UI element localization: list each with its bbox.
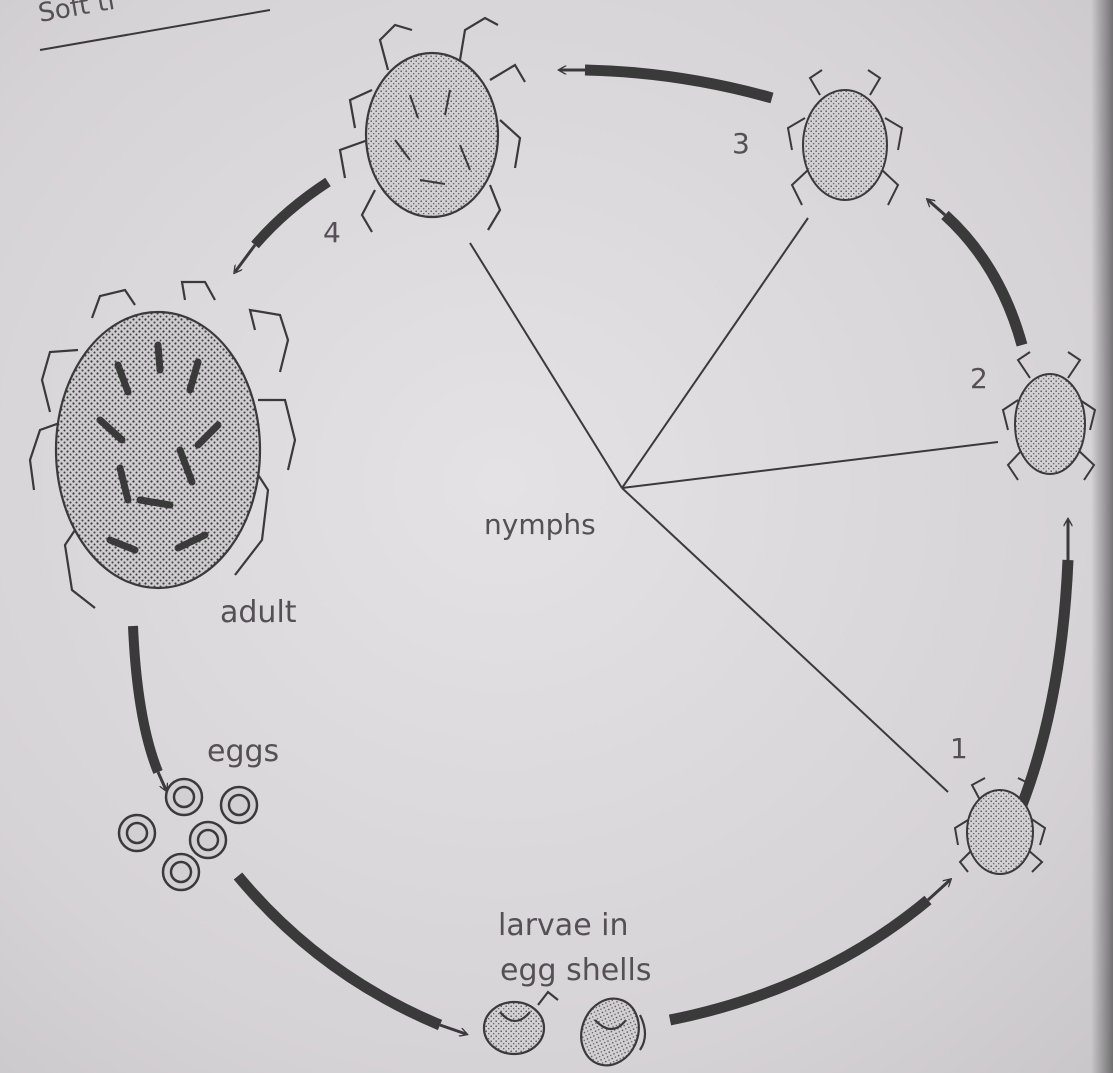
arrow-adult-to-eggs — [133, 626, 158, 772]
egg — [190, 822, 226, 858]
header-fragment: Soft ti — [36, 0, 270, 50]
larva-shell — [572, 990, 648, 1073]
egg — [166, 779, 202, 815]
cycle-arrows — [133, 70, 1068, 1034]
label-larvae-line2: egg shells — [500, 953, 651, 988]
leader-line-4 — [470, 243, 622, 488]
leader-line-1 — [622, 488, 948, 792]
larvae-in-egg-shells — [484, 990, 648, 1073]
eggs-cluster — [119, 779, 257, 890]
header-fragment-text: Soft ti — [36, 0, 117, 29]
arrow-stage2-to-stage3 — [945, 215, 1022, 345]
label-stage-4: 4 — [323, 216, 341, 249]
leader-line-3 — [622, 218, 808, 488]
arrow-stage1-to-stage2 — [1022, 560, 1068, 805]
label-stage-1: 1 — [950, 732, 968, 765]
label-larvae-line1: larvae in — [498, 908, 629, 943]
arrow-eggs-to-larvae — [238, 876, 440, 1025]
nymph-stage-4-drawing — [340, 18, 525, 232]
nymph-stage-2-drawing — [1003, 352, 1095, 480]
nymph-stage-3-drawing — [788, 70, 902, 205]
label-eggs: eggs — [207, 734, 279, 769]
arrow-larvae-to-stage1-head — [928, 880, 950, 900]
arrow-adult-to-eggs-head — [158, 772, 166, 790]
egg — [163, 854, 199, 890]
leader-line-2 — [622, 442, 998, 488]
arrow-stage4-to-adult-head — [235, 245, 255, 272]
arrow-stage2-to-stage3-head — [928, 200, 945, 215]
arrow-larvae-to-stage1 — [670, 900, 928, 1020]
arrow-stage3-to-stage4 — [585, 70, 772, 98]
larva-shell — [484, 992, 558, 1054]
arrow-stage4-to-adult — [255, 182, 328, 245]
diagram-labels: adult eggs larvae in egg shells nymphs 1… — [207, 127, 988, 988]
label-stage-2: 2 — [970, 362, 988, 395]
egg — [221, 787, 257, 823]
nymph-leader-lines — [470, 218, 998, 792]
adult-tick-drawing — [30, 282, 295, 608]
arrow-eggs-to-larvae-head — [440, 1025, 466, 1034]
label-nymphs: nymphs — [484, 508, 596, 541]
label-stage-3: 3 — [732, 127, 750, 160]
egg — [119, 815, 155, 851]
label-adult: adult — [220, 595, 297, 630]
